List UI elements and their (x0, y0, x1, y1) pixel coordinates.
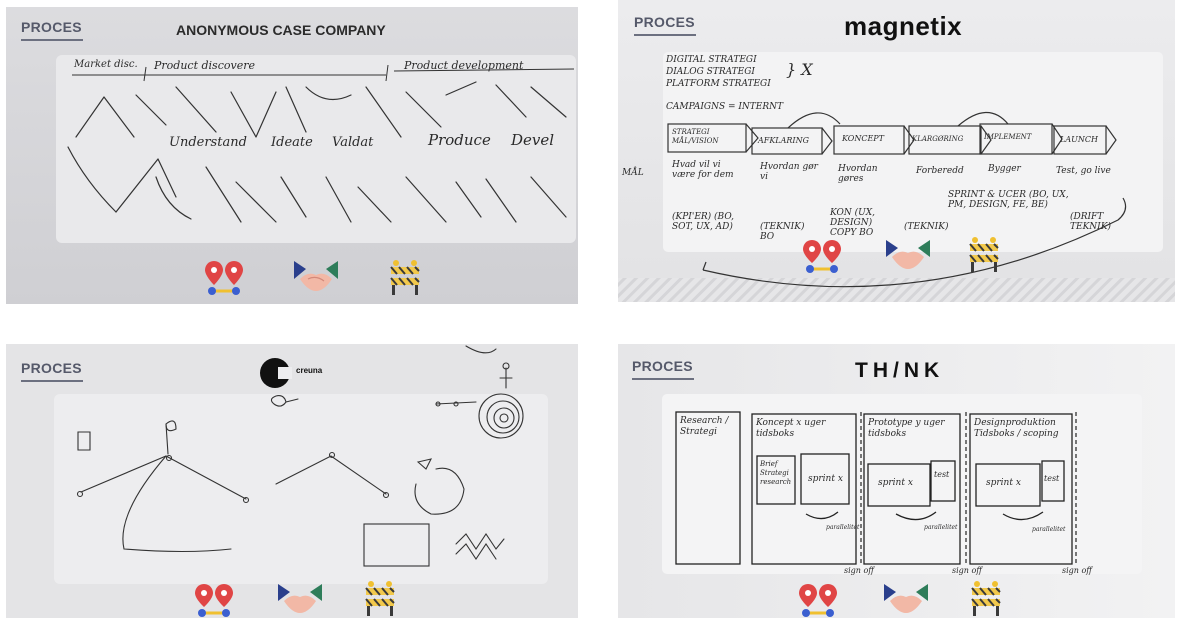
hw-col-koncept: Koncept x uger tidsboks (756, 418, 826, 439)
hw-sub-5: Bygger (988, 164, 1021, 174)
map-pins-icon (799, 584, 837, 617)
hw-step-understand: Understand (169, 135, 247, 150)
hw-box-5: IMPLEMENT (984, 133, 1032, 141)
hw-teknik-2: (TEKNIK) (904, 222, 949, 232)
hw-step-ideate: Ideate (271, 135, 313, 150)
handshake-icon (884, 584, 928, 613)
hw-kon: KON (UX, DESIGN) COPY BO (830, 208, 875, 238)
hw-sprint-1: sprint x (808, 474, 843, 484)
map-pins-icon (205, 261, 243, 295)
hw-phase-discovery: Product discovere (154, 59, 255, 72)
company-logo-think: TH/NK (855, 359, 945, 382)
section-label: PROCES (634, 14, 695, 30)
roadblock-icon (390, 260, 420, 295)
hw-box-1: STRATEGI MÅL/VISION (672, 128, 719, 145)
hw-par-2: parallelitet (924, 524, 958, 531)
handshake-icon (886, 240, 930, 269)
company-logo-magnetix: magnetix (844, 11, 963, 41)
hw-test-1: test (934, 470, 950, 479)
whiteboard-background (6, 344, 578, 618)
hw-signoff-3: sign off (1062, 566, 1092, 575)
hw-phase-development: Product development (404, 59, 524, 72)
hw-signoff-2: sign off (952, 566, 982, 575)
map-pins-icon (195, 584, 233, 617)
hw-test-2: test (1044, 474, 1060, 483)
panel-anonymous-case-company: PROCES ANONYMOUS CASE COMPANY Market dis… (6, 7, 578, 304)
label-underline (634, 34, 696, 36)
hw-sub-2: Hvordan gør vi (760, 162, 818, 182)
section-label: PROCES (21, 19, 82, 35)
hw-step-produce: Produce (428, 131, 491, 149)
label-underline (632, 378, 694, 380)
hw-sub-6: Test, go live (1056, 166, 1111, 176)
hw-box-4: KLARGØRING (912, 135, 964, 143)
company-title: ANONYMOUS CASE COMPANY (176, 22, 386, 38)
roadblock-icon (365, 581, 395, 616)
handshake-icon (278, 584, 322, 613)
hw-sub-3: Hvordan gøres (838, 164, 878, 184)
hw-list-3: PLATFORM STRATEGI (666, 79, 771, 89)
whiteboard-background (618, 344, 1175, 618)
section-label: PROCES (632, 358, 693, 374)
creuna-logo-icon (260, 358, 292, 388)
roadblock-icon (971, 581, 1001, 616)
hw-sub-4: Forberedd (916, 166, 964, 176)
panel-creuna: PROCES creuna (6, 344, 578, 618)
hw-sub-1: Hvad vil vi være for dem (672, 160, 734, 180)
hw-list-4: CAMPAIGNS = INTERNT (666, 102, 784, 112)
hw-brief: Brief Strategi research (760, 460, 792, 486)
section-label: PROCES (21, 360, 82, 376)
panel-think: PROCES TH/NK Research / Strategi Koncept… (618, 344, 1175, 618)
hw-par-3: parallelitet (1032, 526, 1066, 533)
hw-teknik-1: (TEKNIK) BO (760, 222, 805, 242)
map-pins-icon (803, 240, 841, 273)
label-underline (21, 380, 83, 382)
hw-sprint-2: sprint x (878, 478, 913, 488)
panel-magnetix: PROCES magnetix DIGITAL STRATEGI DIALOG … (618, 0, 1175, 302)
label-underline (21, 39, 83, 41)
hw-step-develop: Devel (511, 131, 555, 149)
hw-box-2: AFKLARING (758, 136, 809, 145)
hw-list-2: DIALOG STRATEGI (666, 67, 755, 77)
hw-par-1: parallelitet (826, 524, 860, 531)
roadblock-icon (969, 237, 999, 272)
handshake-icon (294, 261, 338, 291)
hw-box-3: KONCEPT (842, 134, 884, 143)
hw-box-6: LAUNCH (1060, 135, 1098, 144)
hw-step-validate: Valdat (332, 135, 374, 150)
hw-signoff-1: sign off (844, 566, 874, 575)
hw-kpi: (KPI'ER) (BO, SOT, UX, AD) (672, 212, 735, 232)
company-logo-creuna: creuna (296, 366, 323, 375)
hw-list-1: DIGITAL STRATEGI (666, 55, 757, 65)
hw-mal: MÅL (622, 168, 644, 178)
hw-x-mark: } X (786, 60, 813, 79)
whiteboard-background (6, 7, 578, 304)
hw-sprint: SPRINT & UCER (BO, UX, PM, DESIGN, FE, B… (948, 190, 1069, 210)
hw-col-design: Designproduktion Tidsboks / scoping (974, 418, 1059, 439)
hw-drift: (DRIFT TEKNIK) (1070, 212, 1111, 232)
hw-phase-market: Market disc. (74, 59, 138, 70)
hw-col-prototype: Prototype y uger tidsboks (868, 418, 945, 439)
hw-sprint-3: sprint x (986, 478, 1021, 488)
hw-col-research: Research / Strategi (680, 416, 729, 437)
whiteboard-background (618, 0, 1175, 302)
